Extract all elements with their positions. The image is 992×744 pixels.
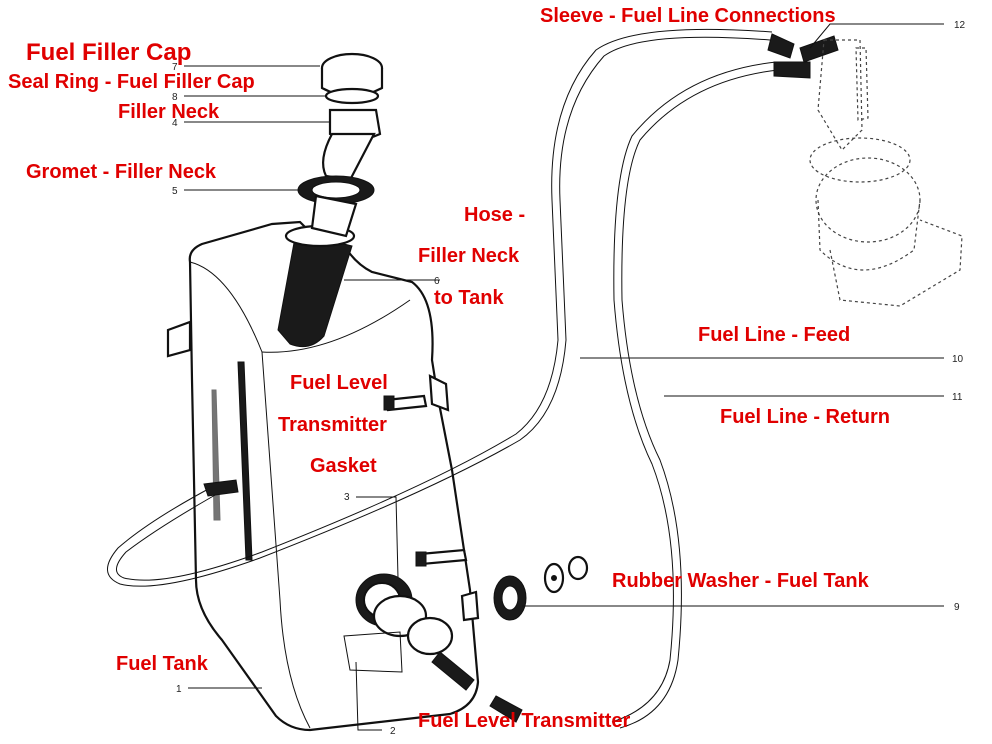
part-number-9: 9 — [954, 602, 960, 613]
part-numbers: 7 8 4 5 6 10 11 12 3 9 1 2 — [172, 20, 966, 737]
callout-labels: Fuel Filler Cap Seal Ring - Fuel Filler … — [8, 5, 890, 732]
leader-lines — [184, 23, 944, 731]
part-number-5: 5 — [172, 186, 178, 197]
label-fuel-line-return: Fuel Line - Return — [720, 406, 890, 428]
label-sleeve: Sleeve - Fuel Line Connections — [540, 5, 836, 27]
part-number-3: 3 — [344, 492, 350, 503]
label-rubber-washer: Rubber Washer - Fuel Tank — [612, 570, 870, 592]
fuel-pump-drawing — [809, 39, 963, 307]
part-number-7: 7 — [172, 62, 178, 73]
label-fuel-level-transmitter: Fuel Level Transmitter — [418, 710, 631, 732]
label-fuel-filler-cap: Fuel Filler Cap — [26, 39, 191, 66]
label-fuel-level-transmitter-line1: Fuel Level — [290, 372, 388, 394]
part-number-11: 11 — [952, 392, 963, 403]
part-number-8: 8 — [172, 92, 178, 103]
label-seal-ring: Seal Ring - Fuel Filler Cap — [8, 71, 255, 93]
label-fuel-level-transmitter-line2: Transmitter — [278, 414, 387, 436]
fuel-lines-drawing — [107, 28, 839, 729]
part-number-1: 1 — [176, 684, 182, 695]
part-number-2: 2 — [390, 726, 396, 737]
label-gasket: Gasket — [310, 455, 377, 477]
filler-assembly-drawing — [297, 52, 384, 238]
label-gromet: Gromet - Filler Neck — [26, 161, 217, 183]
part-number-10: 10 — [952, 354, 964, 365]
label-fuel-tank: Fuel Tank — [116, 653, 209, 675]
part-number-4: 4 — [172, 118, 178, 129]
fuel-tank-drawing — [166, 220, 480, 732]
label-hose-line1: Hose - — [464, 204, 525, 226]
small-parts-drawing — [383, 394, 589, 621]
part-number-12: 12 — [954, 20, 966, 31]
label-fuel-line-feed: Fuel Line - Feed — [698, 324, 850, 346]
label-filler-neck: Filler Neck — [118, 101, 220, 123]
label-hose-line3: to Tank — [434, 287, 505, 309]
part-number-6: 6 — [434, 276, 440, 287]
label-hose-line2: Filler Neck — [418, 245, 520, 267]
